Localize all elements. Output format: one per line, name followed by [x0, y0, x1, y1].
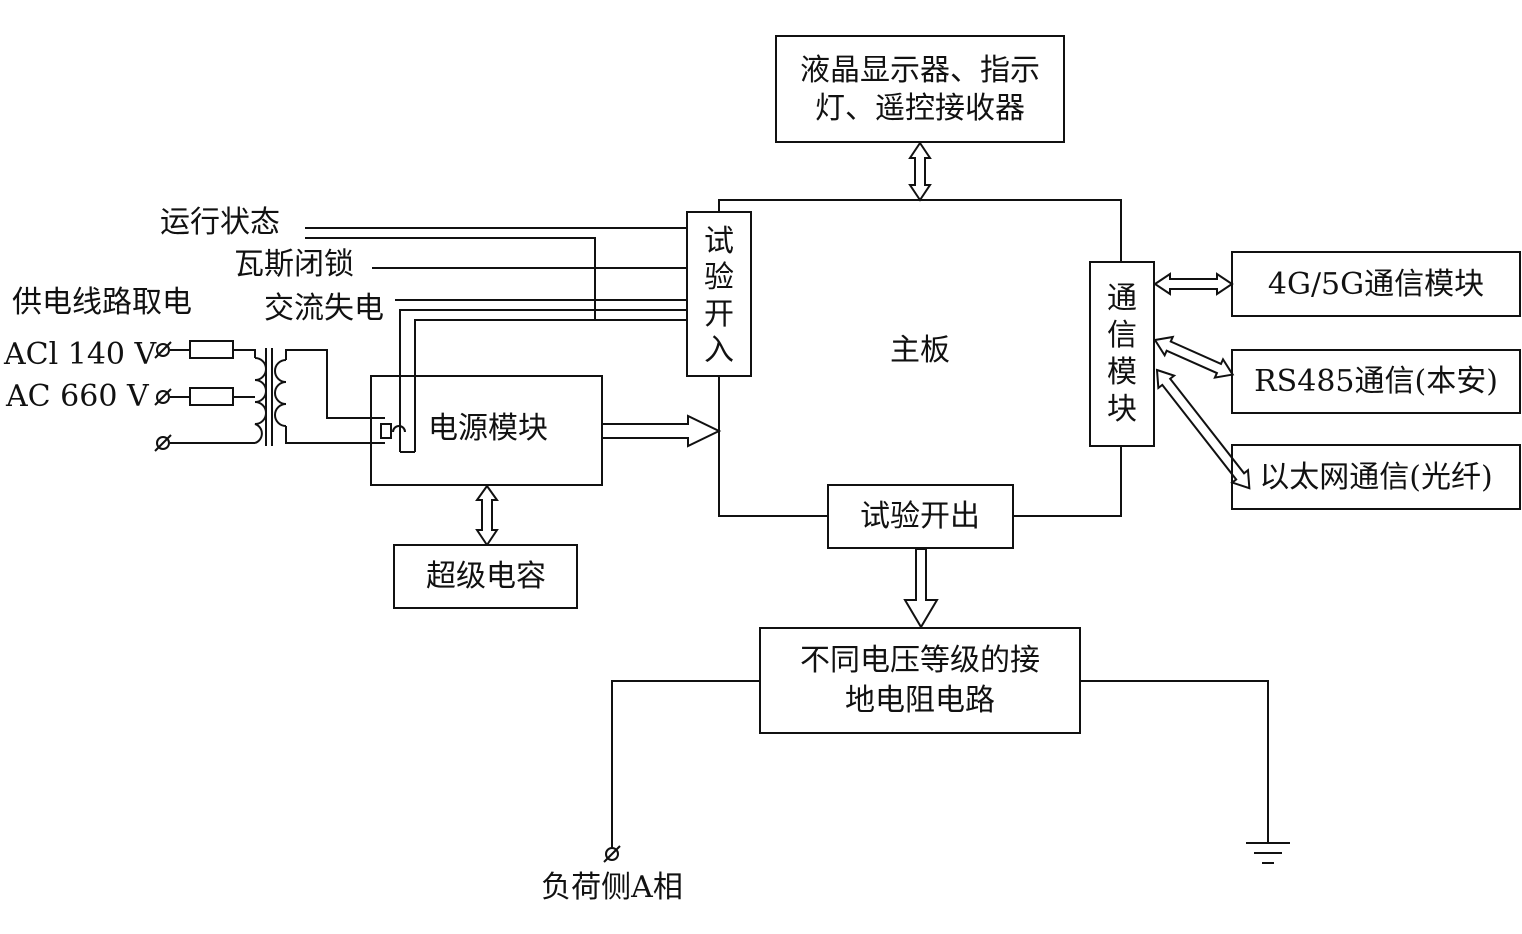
power-to-mainboard-arrow — [601, 414, 722, 448]
comm-module-char-1: 通 — [1107, 281, 1137, 316]
lcd-label-line2: 灯、遥控接收器 — [815, 91, 1025, 126]
mainboard-label: 主板 — [890, 333, 950, 368]
power-sense-wires — [392, 309, 687, 453]
comm-rs485-double-arrow — [1153, 335, 1235, 379]
run-state-label: 运行状态 — [160, 205, 280, 240]
load-phase-a-label: 负荷侧A相 — [541, 870, 683, 905]
ground-resistance-line1: 不同电压等级的接 — [800, 643, 1040, 678]
ac-660-label: AC 660 V — [5, 379, 150, 414]
terminal-icon — [154, 341, 172, 359]
comm-4g5g-label: 4G/5G通信模块 — [1268, 267, 1484, 302]
terminal-icon — [154, 434, 172, 452]
comm-ethernet-double-arrow — [1155, 368, 1251, 490]
supercap-box — [393, 544, 578, 609]
comm-module-box — [1089, 261, 1155, 447]
comm-ethernet-label: 以太网通信(光纤) — [1259, 460, 1492, 495]
comm-module-char-3: 模 — [1107, 355, 1137, 390]
comm-4g5g-box — [1231, 251, 1521, 317]
power-module-label: 电源模块 — [428, 411, 548, 446]
lcd-indicator-box — [775, 35, 1065, 143]
test-input-char-2: 验 — [704, 260, 734, 295]
supply-title: 供电线路取电 — [12, 285, 192, 320]
test-input-char-1: 试 — [704, 224, 734, 259]
ground-wire — [1080, 680, 1269, 843]
supercap-label: 超级电容 — [426, 559, 546, 594]
test-input-char-3: 开 — [704, 297, 734, 332]
ground-resistance-line2: 地电阻电路 — [845, 683, 995, 718]
test-input-char-4: 入 — [704, 333, 734, 368]
gas-lock-label: 瓦斯闭锁 — [234, 247, 354, 282]
ground-resistance-box — [759, 627, 1081, 734]
transformer-icon — [245, 348, 392, 446]
lcd-label-line1: 液晶显示器、指示 — [800, 53, 1040, 88]
terminal-icon — [154, 388, 172, 406]
power-module-box — [370, 375, 603, 486]
load-terminal-icon — [603, 845, 621, 863]
fuse-icon — [170, 340, 245, 359]
test-output-down-arrow — [903, 548, 939, 629]
signal-input-lines — [305, 227, 687, 321]
supercap-double-arrow — [475, 484, 499, 547]
lcd-mainboard-double-arrow — [908, 141, 932, 202]
fuse-icon — [170, 387, 245, 406]
ac-loss-label: 交流失电 — [264, 291, 384, 326]
comm-ethernet-box — [1231, 444, 1521, 510]
comm-rs485-label: RS485通信(本安) — [1254, 364, 1498, 399]
test-input-box — [686, 211, 752, 377]
comm-rs485-box — [1231, 349, 1521, 414]
load-phase-wire — [611, 680, 760, 848]
comm-4g5g-double-arrow — [1153, 272, 1234, 296]
comm-module-char-4: 块 — [1107, 392, 1137, 427]
ac-1140-label: ACl 140 V — [3, 337, 158, 372]
comm-module-char-2: 信 — [1107, 318, 1137, 353]
ground-icon — [1246, 842, 1290, 864]
test-output-label: 试验开出 — [860, 499, 980, 534]
